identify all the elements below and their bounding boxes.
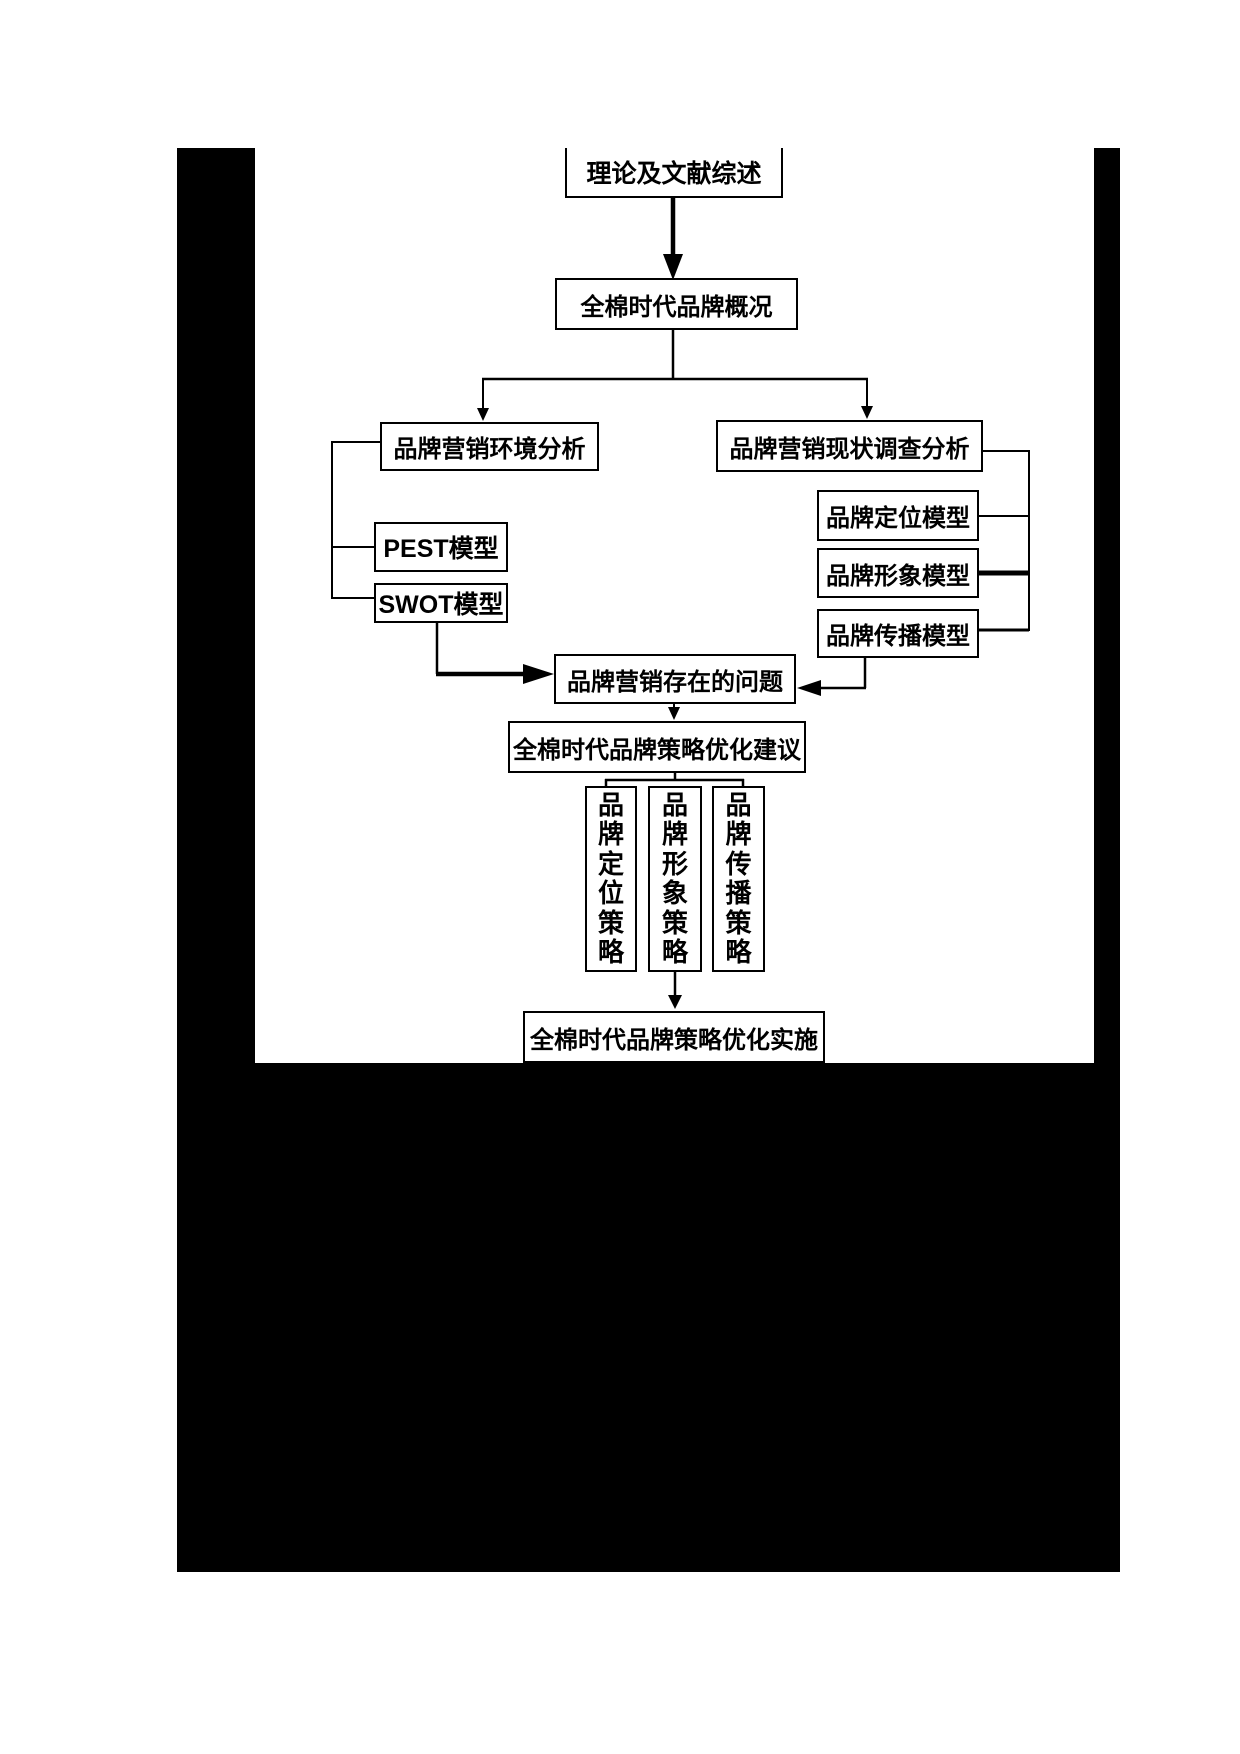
node-brand-overview: 全棉时代品牌概况 bbox=[555, 278, 798, 330]
node-pest-model: PEST模型 bbox=[374, 522, 508, 572]
arrowhead-swot-to-problems bbox=[523, 664, 554, 684]
node-optimization-advice: 全棉时代品牌策略优化建议 bbox=[508, 721, 806, 773]
node-positioning-strategy: 品牌定位策略 bbox=[585, 786, 637, 972]
node-marketing-problems: 品牌营销存在的问题 bbox=[554, 654, 796, 704]
arrowhead-to-status-survey bbox=[861, 406, 873, 419]
node-communication-model: 品牌传播模型 bbox=[817, 609, 979, 658]
node-image-strategy: 品牌形象策略 bbox=[648, 786, 702, 972]
node-status-survey: 品牌营销现状调查分析 bbox=[716, 420, 983, 472]
arrowhead-to-implementation bbox=[668, 995, 682, 1009]
image-strategy-label: 品牌形象策略 bbox=[661, 789, 688, 967]
node-image-model: 品牌形象模型 bbox=[817, 548, 979, 598]
arrowhead-problems-to-advice bbox=[668, 707, 680, 720]
node-literature-review: 理论及文献综述 bbox=[565, 148, 783, 198]
arrowhead-literature-to-overview bbox=[663, 254, 683, 280]
arrowhead-to-env-analysis bbox=[477, 408, 489, 421]
positioning-strategy-label: 品牌定位策略 bbox=[597, 789, 624, 967]
node-communication-strategy: 品牌传播策略 bbox=[712, 786, 765, 972]
node-swot-model: SWOT模型 bbox=[374, 583, 508, 623]
arrowhead-comm-model-to-problems bbox=[797, 680, 821, 696]
node-implementation: 全棉时代品牌策略优化实施 bbox=[523, 1011, 825, 1063]
node-env-analysis: 品牌营销环境分析 bbox=[380, 422, 599, 471]
node-positioning-model: 品牌定位模型 bbox=[817, 490, 979, 541]
communication-strategy-label: 品牌传播策略 bbox=[725, 789, 752, 967]
